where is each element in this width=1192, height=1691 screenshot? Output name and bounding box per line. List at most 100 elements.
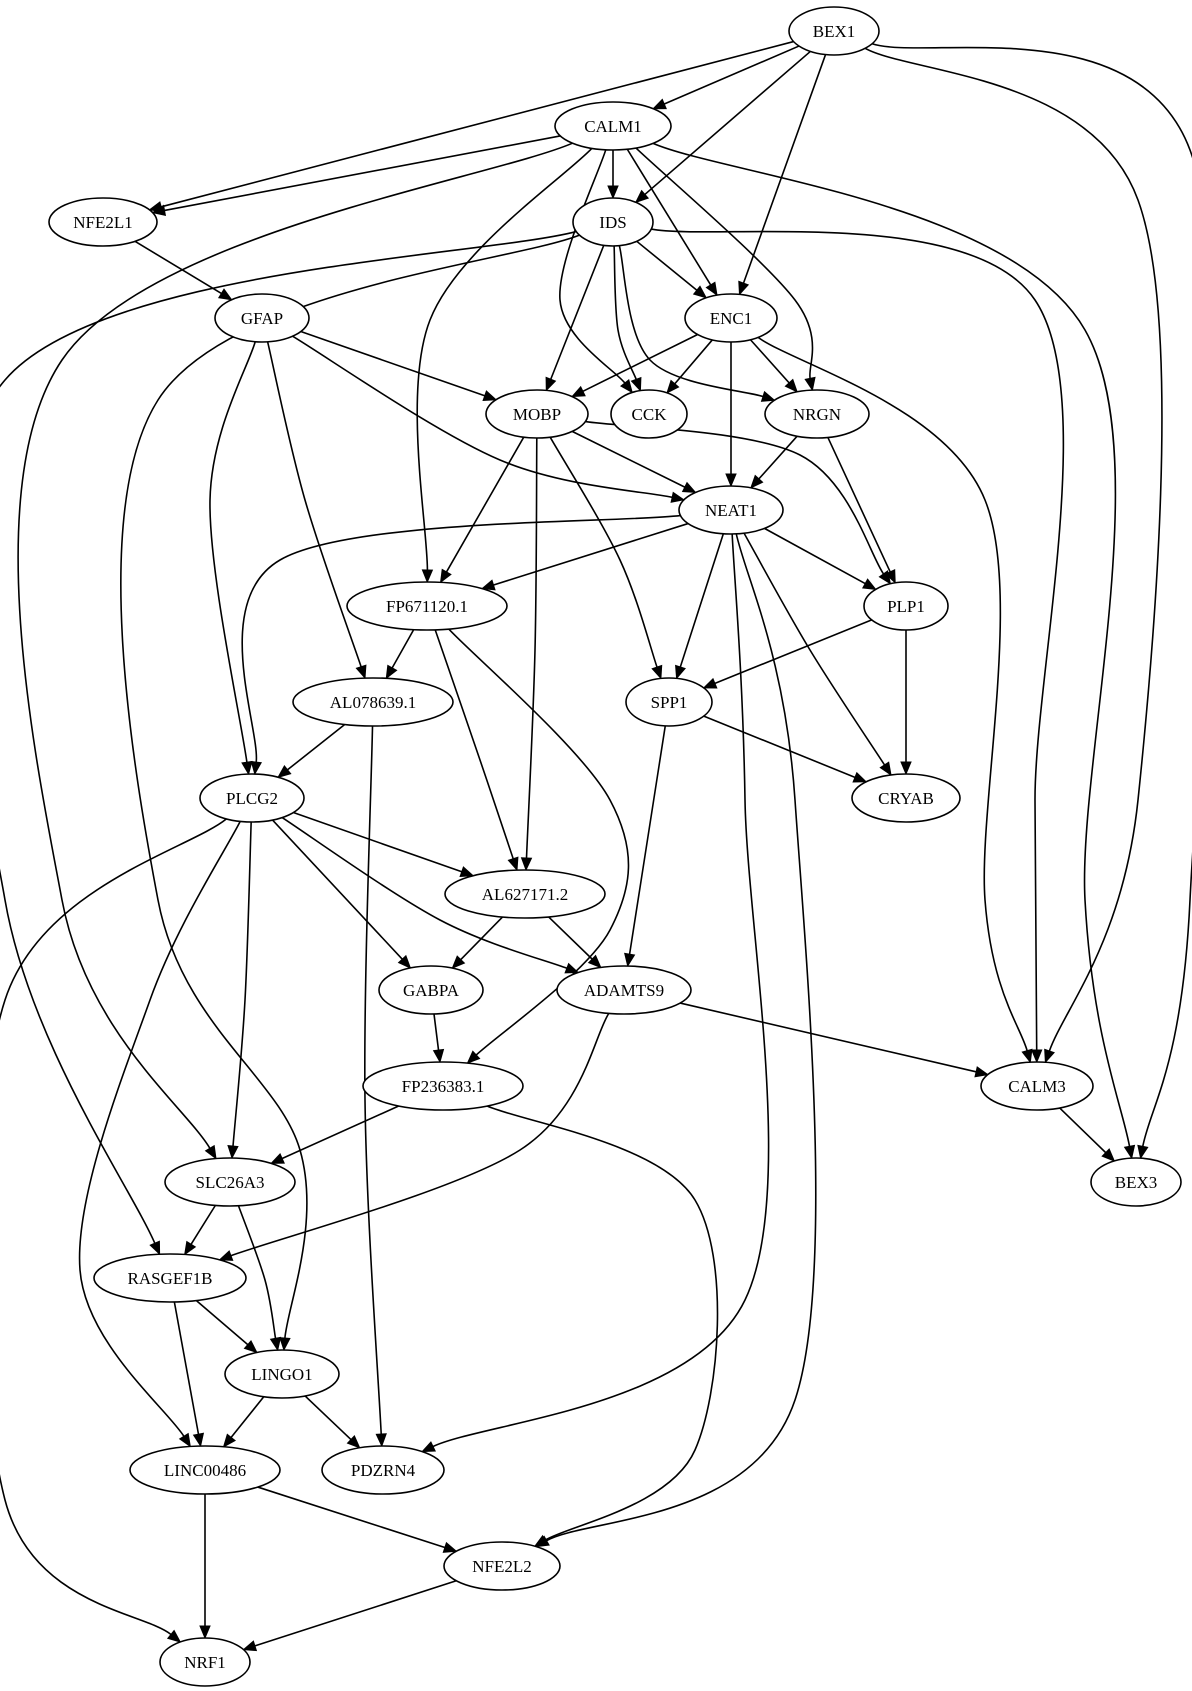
arrowhead-icon <box>241 760 253 776</box>
edge-line <box>257 1486 446 1549</box>
edge-enc1-to-nrgn <box>749 339 798 393</box>
node-label: BEX3 <box>1115 1173 1158 1192</box>
arrowhead-icon <box>166 1629 182 1643</box>
edge-line <box>0 230 577 1244</box>
edge-line <box>618 245 764 398</box>
edge-line <box>209 341 256 763</box>
node-al627171-2[interactable]: AL627171.2 <box>444 869 606 919</box>
edge-gabpa-to-fp236383-1 <box>432 1013 445 1064</box>
node-label: AL627171.2 <box>482 885 568 904</box>
node-nfe2l2[interactable]: NFE2L2 <box>443 1541 561 1591</box>
node-ellipse <box>980 1061 1094 1111</box>
node-adamts9[interactable]: ADAMTS9 <box>556 965 692 1015</box>
edge-line <box>743 532 886 766</box>
edge-spp1-to-cryab <box>703 715 868 783</box>
edge-enc1-to-neat1 <box>725 342 737 488</box>
edge-line <box>230 1012 610 1257</box>
edge-bex1-to-enc1 <box>738 54 827 296</box>
node-label: NFE2L2 <box>472 1557 532 1576</box>
node-bex1[interactable]: BEX1 <box>788 6 880 56</box>
arrowhead-icon <box>670 491 686 503</box>
arrowhead-icon <box>804 376 816 392</box>
arrowhead-icon <box>624 952 636 968</box>
edge-plcg2-to-al627171-2 <box>293 811 475 878</box>
node-label: NRGN <box>793 405 841 424</box>
edge-ids-to-calm3 <box>651 228 1065 1064</box>
node-cck[interactable]: CCK <box>610 389 688 439</box>
arrowhead-icon <box>784 378 798 393</box>
node-ellipse <box>93 1253 247 1303</box>
node-fp671120-1[interactable]: FP671120.1 <box>346 581 508 631</box>
edge-line <box>266 341 362 667</box>
edge-line <box>559 149 626 384</box>
edge-line <box>680 1002 977 1073</box>
node-pdzrn4[interactable]: PDZRN4 <box>321 1445 445 1495</box>
arrowhead-icon <box>570 385 586 398</box>
arrowhead-icon <box>974 1066 990 1078</box>
node-plcg2[interactable]: PLCG2 <box>199 773 305 823</box>
arrowhead-icon <box>242 1640 258 1652</box>
node-label: NFE2L1 <box>73 213 133 232</box>
node-ellipse <box>863 581 949 631</box>
edge-slc26a3-to-rasgef1b <box>184 1204 217 1256</box>
node-label: CALM3 <box>1008 1077 1066 1096</box>
arrowhead-icon <box>192 1432 205 1448</box>
edge-line <box>550 245 605 380</box>
edge-plp1-to-cryab <box>900 630 912 776</box>
arrowhead-icon <box>204 1144 217 1160</box>
node-plp1[interactable]: PLP1 <box>863 581 949 631</box>
edge-line <box>120 234 580 1339</box>
node-bex3[interactable]: BEX3 <box>1090 1157 1182 1207</box>
node-label: FP671120.1 <box>386 597 468 616</box>
arrowhead-icon <box>222 1433 237 1448</box>
arrowhead-icon <box>533 1534 549 1547</box>
node-nrgn[interactable]: NRGN <box>764 389 870 439</box>
node-neat1[interactable]: NEAT1 <box>678 485 784 535</box>
node-label: LINGO1 <box>251 1365 312 1384</box>
node-ellipse <box>788 6 880 56</box>
arrowhead-icon <box>442 1541 458 1553</box>
node-ellipse <box>164 1157 296 1207</box>
edge-line <box>416 147 593 571</box>
edge-nrgn-to-plp1 <box>827 437 896 584</box>
arrowhead-icon <box>675 664 686 680</box>
node-ellipse <box>556 965 692 1015</box>
arrowhead-icon <box>375 1433 387 1448</box>
node-label: CRYAB <box>878 789 934 808</box>
node-lingo1[interactable]: LINGO1 <box>224 1349 340 1399</box>
node-spp1[interactable]: SPP1 <box>625 677 713 727</box>
arrowhead-icon <box>607 185 619 200</box>
node-al078639-1[interactable]: AL078639.1 <box>292 677 454 727</box>
arrowhead-icon <box>564 962 580 974</box>
node-calm1[interactable]: CALM1 <box>554 101 672 151</box>
node-gfap[interactable]: GFAP <box>214 293 310 343</box>
edge-plcg2-to-adamts9 <box>281 816 580 974</box>
edge-calm1-to-nrgn <box>635 147 816 392</box>
edge-enc1-to-mobp <box>570 333 698 398</box>
arrowhead-icon <box>199 1625 211 1640</box>
edge-calm1-to-slc26a3 <box>17 142 573 1160</box>
node-nrf1[interactable]: NRF1 <box>159 1637 251 1687</box>
node-rasgef1b[interactable]: RASGEF1B <box>93 1253 247 1303</box>
node-enc1[interactable]: ENC1 <box>684 293 778 343</box>
arrowhead-icon <box>466 1050 481 1064</box>
node-nfe2l1[interactable]: NFE2L1 <box>48 197 158 247</box>
node-ids[interactable]: IDS <box>572 197 654 247</box>
edges-layer <box>0 40 1192 1652</box>
node-linc00486[interactable]: LINC00486 <box>129 1445 281 1495</box>
edge-line <box>281 816 568 970</box>
node-gabpa[interactable]: GABPA <box>378 965 484 1015</box>
node-cryab[interactable]: CRYAB <box>851 773 961 823</box>
node-fp236383-1[interactable]: FP236383.1 <box>362 1061 524 1111</box>
arrowhead-icon <box>692 285 708 299</box>
node-ellipse <box>292 677 454 727</box>
arrowhead-icon <box>451 955 466 970</box>
arrowhead-icon <box>279 1337 291 1352</box>
node-mobp[interactable]: MOBP <box>485 389 589 439</box>
edge-line <box>304 1395 352 1441</box>
arrowhead-icon <box>760 390 776 402</box>
edge-line <box>78 821 241 1437</box>
edge-line <box>195 1299 249 1346</box>
node-slc26a3[interactable]: SLC26A3 <box>164 1157 296 1207</box>
node-calm3[interactable]: CALM3 <box>980 1061 1094 1111</box>
